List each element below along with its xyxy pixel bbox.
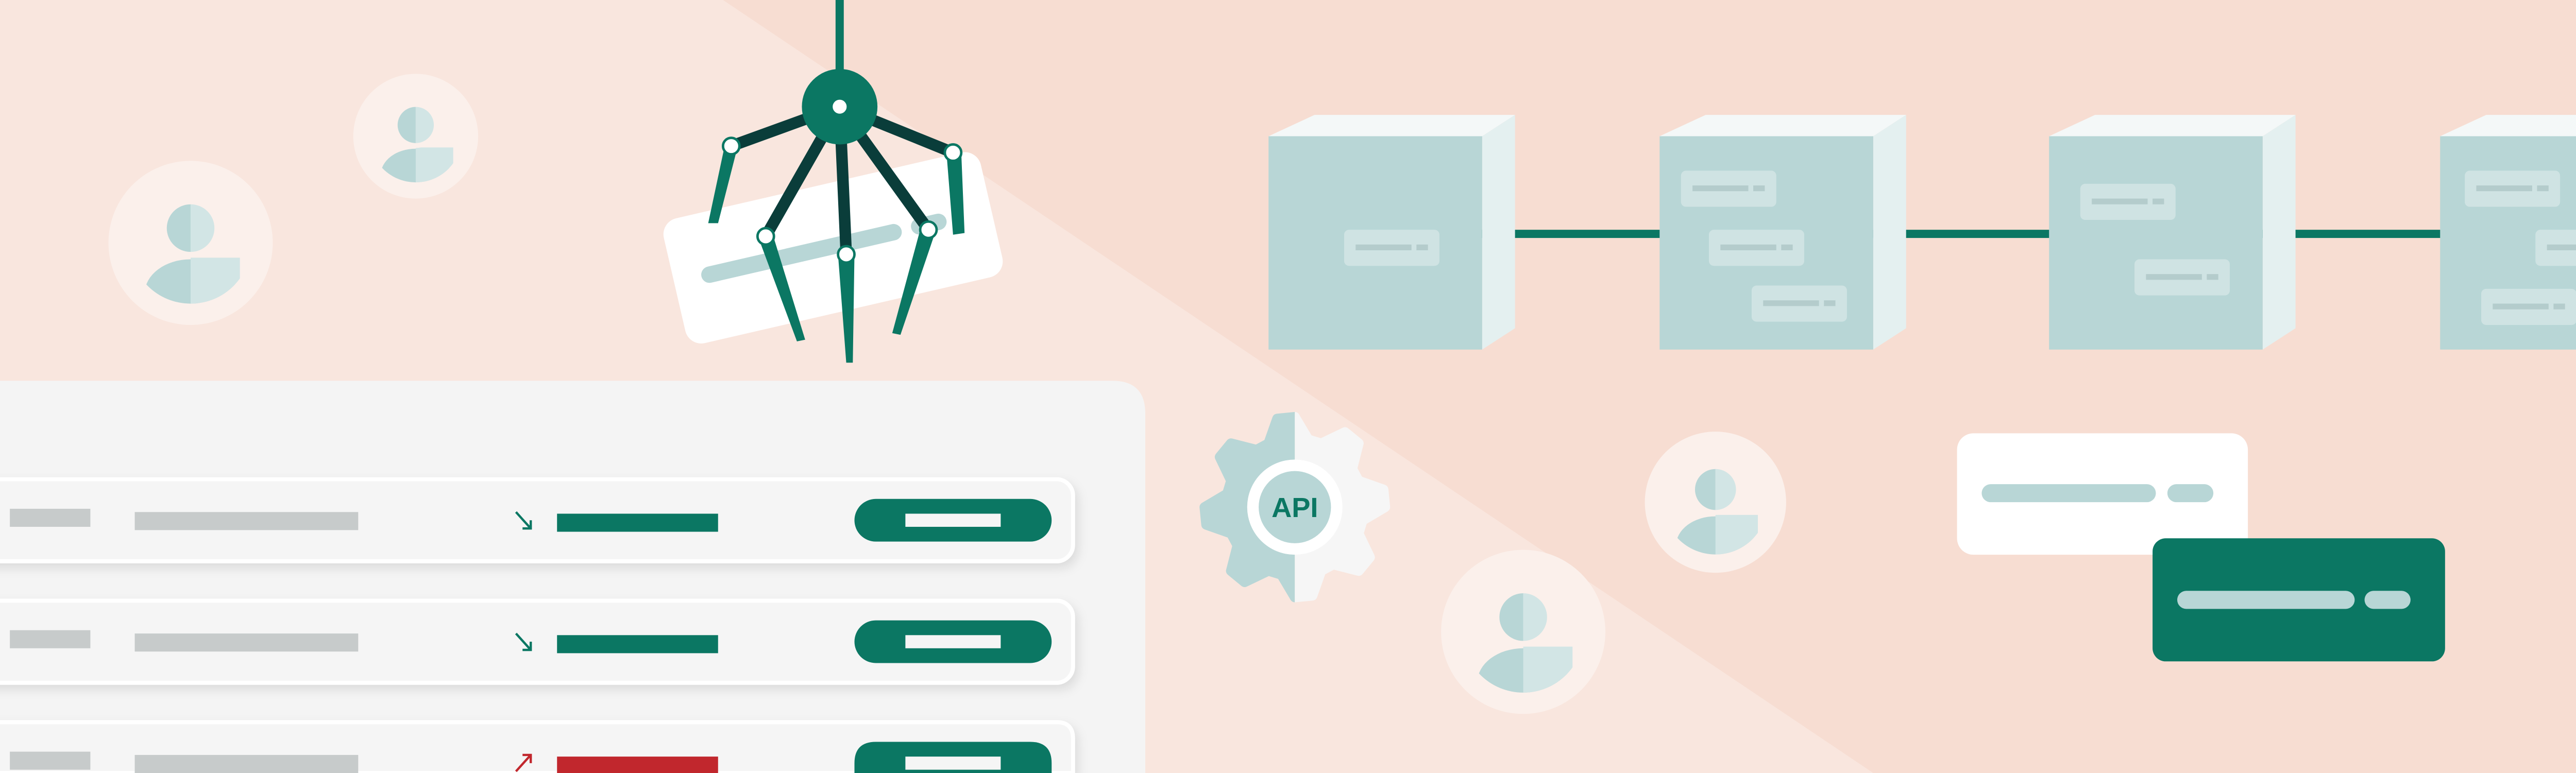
green-card	[2153, 538, 2445, 662]
block-field-line	[2553, 303, 2565, 310]
robotic-claw	[708, 0, 965, 363]
table-row	[0, 720, 1075, 773]
block-field-line	[2537, 185, 2549, 192]
table-row	[0, 598, 1075, 685]
avatar-head	[1499, 593, 1523, 641]
cell-placeholder	[134, 633, 359, 652]
table-panel-background	[0, 381, 1146, 773]
avatar-head	[1523, 593, 1547, 641]
api-label: API	[1272, 492, 1318, 523]
cell-placeholder	[10, 751, 91, 770]
block-front	[2049, 136, 2263, 350]
status-bar	[557, 635, 718, 654]
block-field-line	[1781, 244, 1793, 250]
block-field-line	[1763, 300, 1819, 306]
row-background	[0, 477, 1075, 563]
arrow-up-right-icon	[515, 753, 532, 772]
button-label-placeholder	[905, 635, 1001, 648]
block-field-line	[2146, 274, 2202, 280]
button-label-placeholder	[905, 513, 1001, 527]
avatar-head	[1694, 469, 1716, 510]
avatar-head	[190, 204, 215, 252]
block-field-line	[2493, 303, 2549, 310]
pipeline-connector	[1479, 230, 2576, 238]
cell-placeholder	[10, 508, 91, 527]
gear-icon: API	[1199, 411, 1391, 603]
block-field-line	[1355, 244, 1412, 250]
block-field-line	[2547, 244, 2576, 250]
block-field-line	[2092, 198, 2148, 204]
block-field-line	[2476, 185, 2532, 192]
avatar-head	[397, 107, 416, 143]
avatar-head	[1715, 469, 1736, 510]
avatar-head	[415, 107, 434, 143]
cell-placeholder	[134, 754, 359, 773]
white-card	[1957, 433, 2248, 555]
data-block	[2440, 115, 2576, 350]
avatar	[1645, 432, 1786, 573]
block-top	[2440, 115, 2576, 136]
status-bar	[557, 757, 718, 773]
block-side	[1873, 115, 1906, 350]
data-block	[1659, 115, 1906, 350]
block-top	[1268, 115, 1515, 136]
avatar	[1441, 549, 1606, 714]
block-field-line	[2153, 198, 2164, 204]
cell-placeholder	[134, 512, 359, 530]
table-row	[0, 477, 1075, 563]
button-label-placeholder	[905, 757, 1001, 770]
avatar	[108, 161, 273, 325]
data-block	[1268, 115, 1515, 350]
block-side	[1482, 115, 1515, 350]
avatar	[353, 74, 479, 199]
block-field-line	[1416, 244, 1428, 250]
cell-placeholder	[10, 630, 91, 648]
row-background	[0, 598, 1075, 685]
block-field-line	[1824, 300, 1836, 306]
pipeline	[1268, 115, 2576, 350]
status-bar	[557, 513, 718, 532]
block-field-line	[1753, 185, 1765, 192]
block-field-line	[2207, 274, 2218, 280]
block-field-line	[1692, 185, 1749, 192]
block-field-line	[1720, 244, 1776, 250]
avatar-head	[166, 204, 191, 252]
arrow-down-right-icon	[515, 511, 532, 530]
arrow-down-right-icon	[515, 632, 532, 651]
block-side	[2262, 115, 2296, 350]
block-top	[1659, 115, 1906, 136]
table-panel	[0, 381, 1146, 773]
data-block	[2049, 115, 2296, 350]
block-top	[2049, 115, 2296, 136]
